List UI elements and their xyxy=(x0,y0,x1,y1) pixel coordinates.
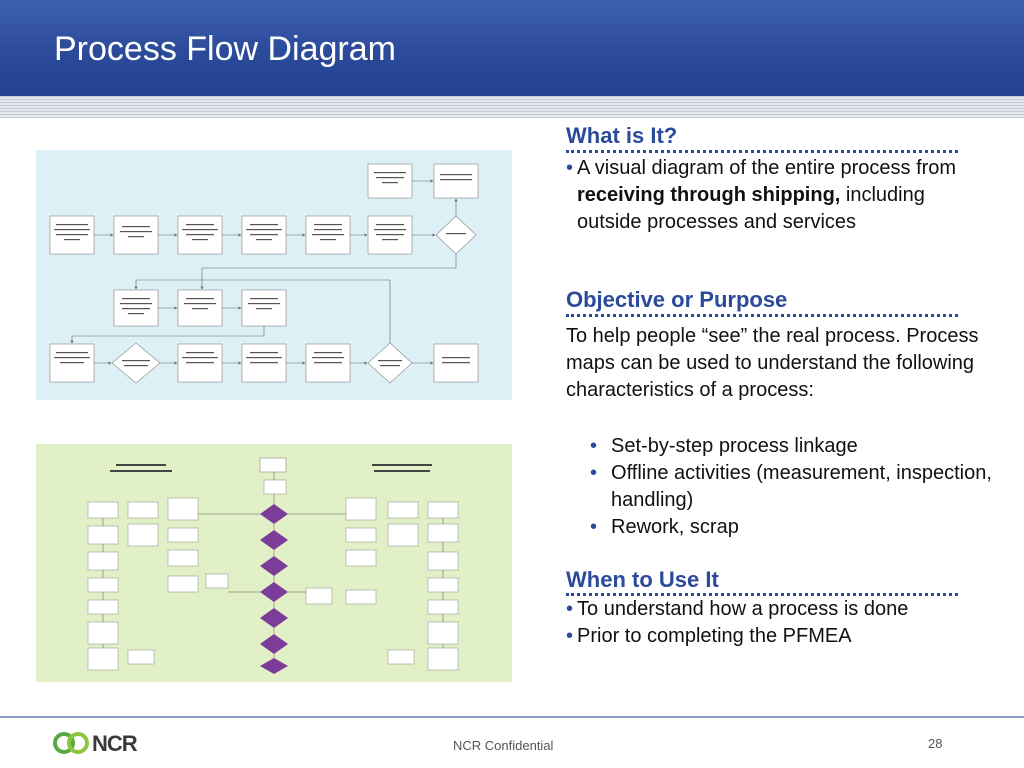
list-item: •Set-by-step process linkage xyxy=(590,435,858,457)
bullet-text-bold: receiving through shipping, xyxy=(577,184,841,206)
list-item: •Prior to completing the PFMEA xyxy=(566,625,852,647)
ncr-logo-text: NCR xyxy=(92,731,138,756)
slide-title: Process Flow Diagram xyxy=(54,30,396,68)
list-item: •Rework, scrap xyxy=(590,516,739,538)
bullet-text-post: including outside processes and services xyxy=(577,184,925,233)
ncr-logo: NCR xyxy=(52,728,152,758)
footer-confidential: NCR Confidential xyxy=(453,738,554,753)
header-bar xyxy=(0,0,1024,96)
section-when-list: •To understand how a process is done •Pr… xyxy=(566,596,986,650)
high-level-process-map-figure xyxy=(36,444,512,682)
section-when-title: When to Use It xyxy=(566,567,719,592)
section-when-divider xyxy=(566,593,958,596)
section-objective-title: Objective or Purpose xyxy=(566,287,788,312)
section-objective-list: •Set-by-step process linkage •Offline ac… xyxy=(590,433,1010,541)
bullet-text-pre: A visual diagram of the entire process f… xyxy=(577,157,957,179)
section-objective-divider xyxy=(566,314,958,317)
section-what-divider xyxy=(566,150,958,153)
list-item: •Offline activities (measurement, inspec… xyxy=(590,462,992,511)
bullet-marker: • xyxy=(566,157,574,179)
header-stripe xyxy=(0,96,1024,118)
list-item: •To understand how a process is done xyxy=(566,598,909,620)
page-number: 28 xyxy=(928,736,943,751)
section-what-bullet: • A visual diagram of the entire process… xyxy=(566,155,986,236)
process-flow-figure xyxy=(36,150,512,400)
section-objective-intro: To help people “see” the real process. P… xyxy=(566,325,979,401)
footer-divider xyxy=(0,716,1024,718)
section-what-title: What is It? xyxy=(566,123,678,148)
